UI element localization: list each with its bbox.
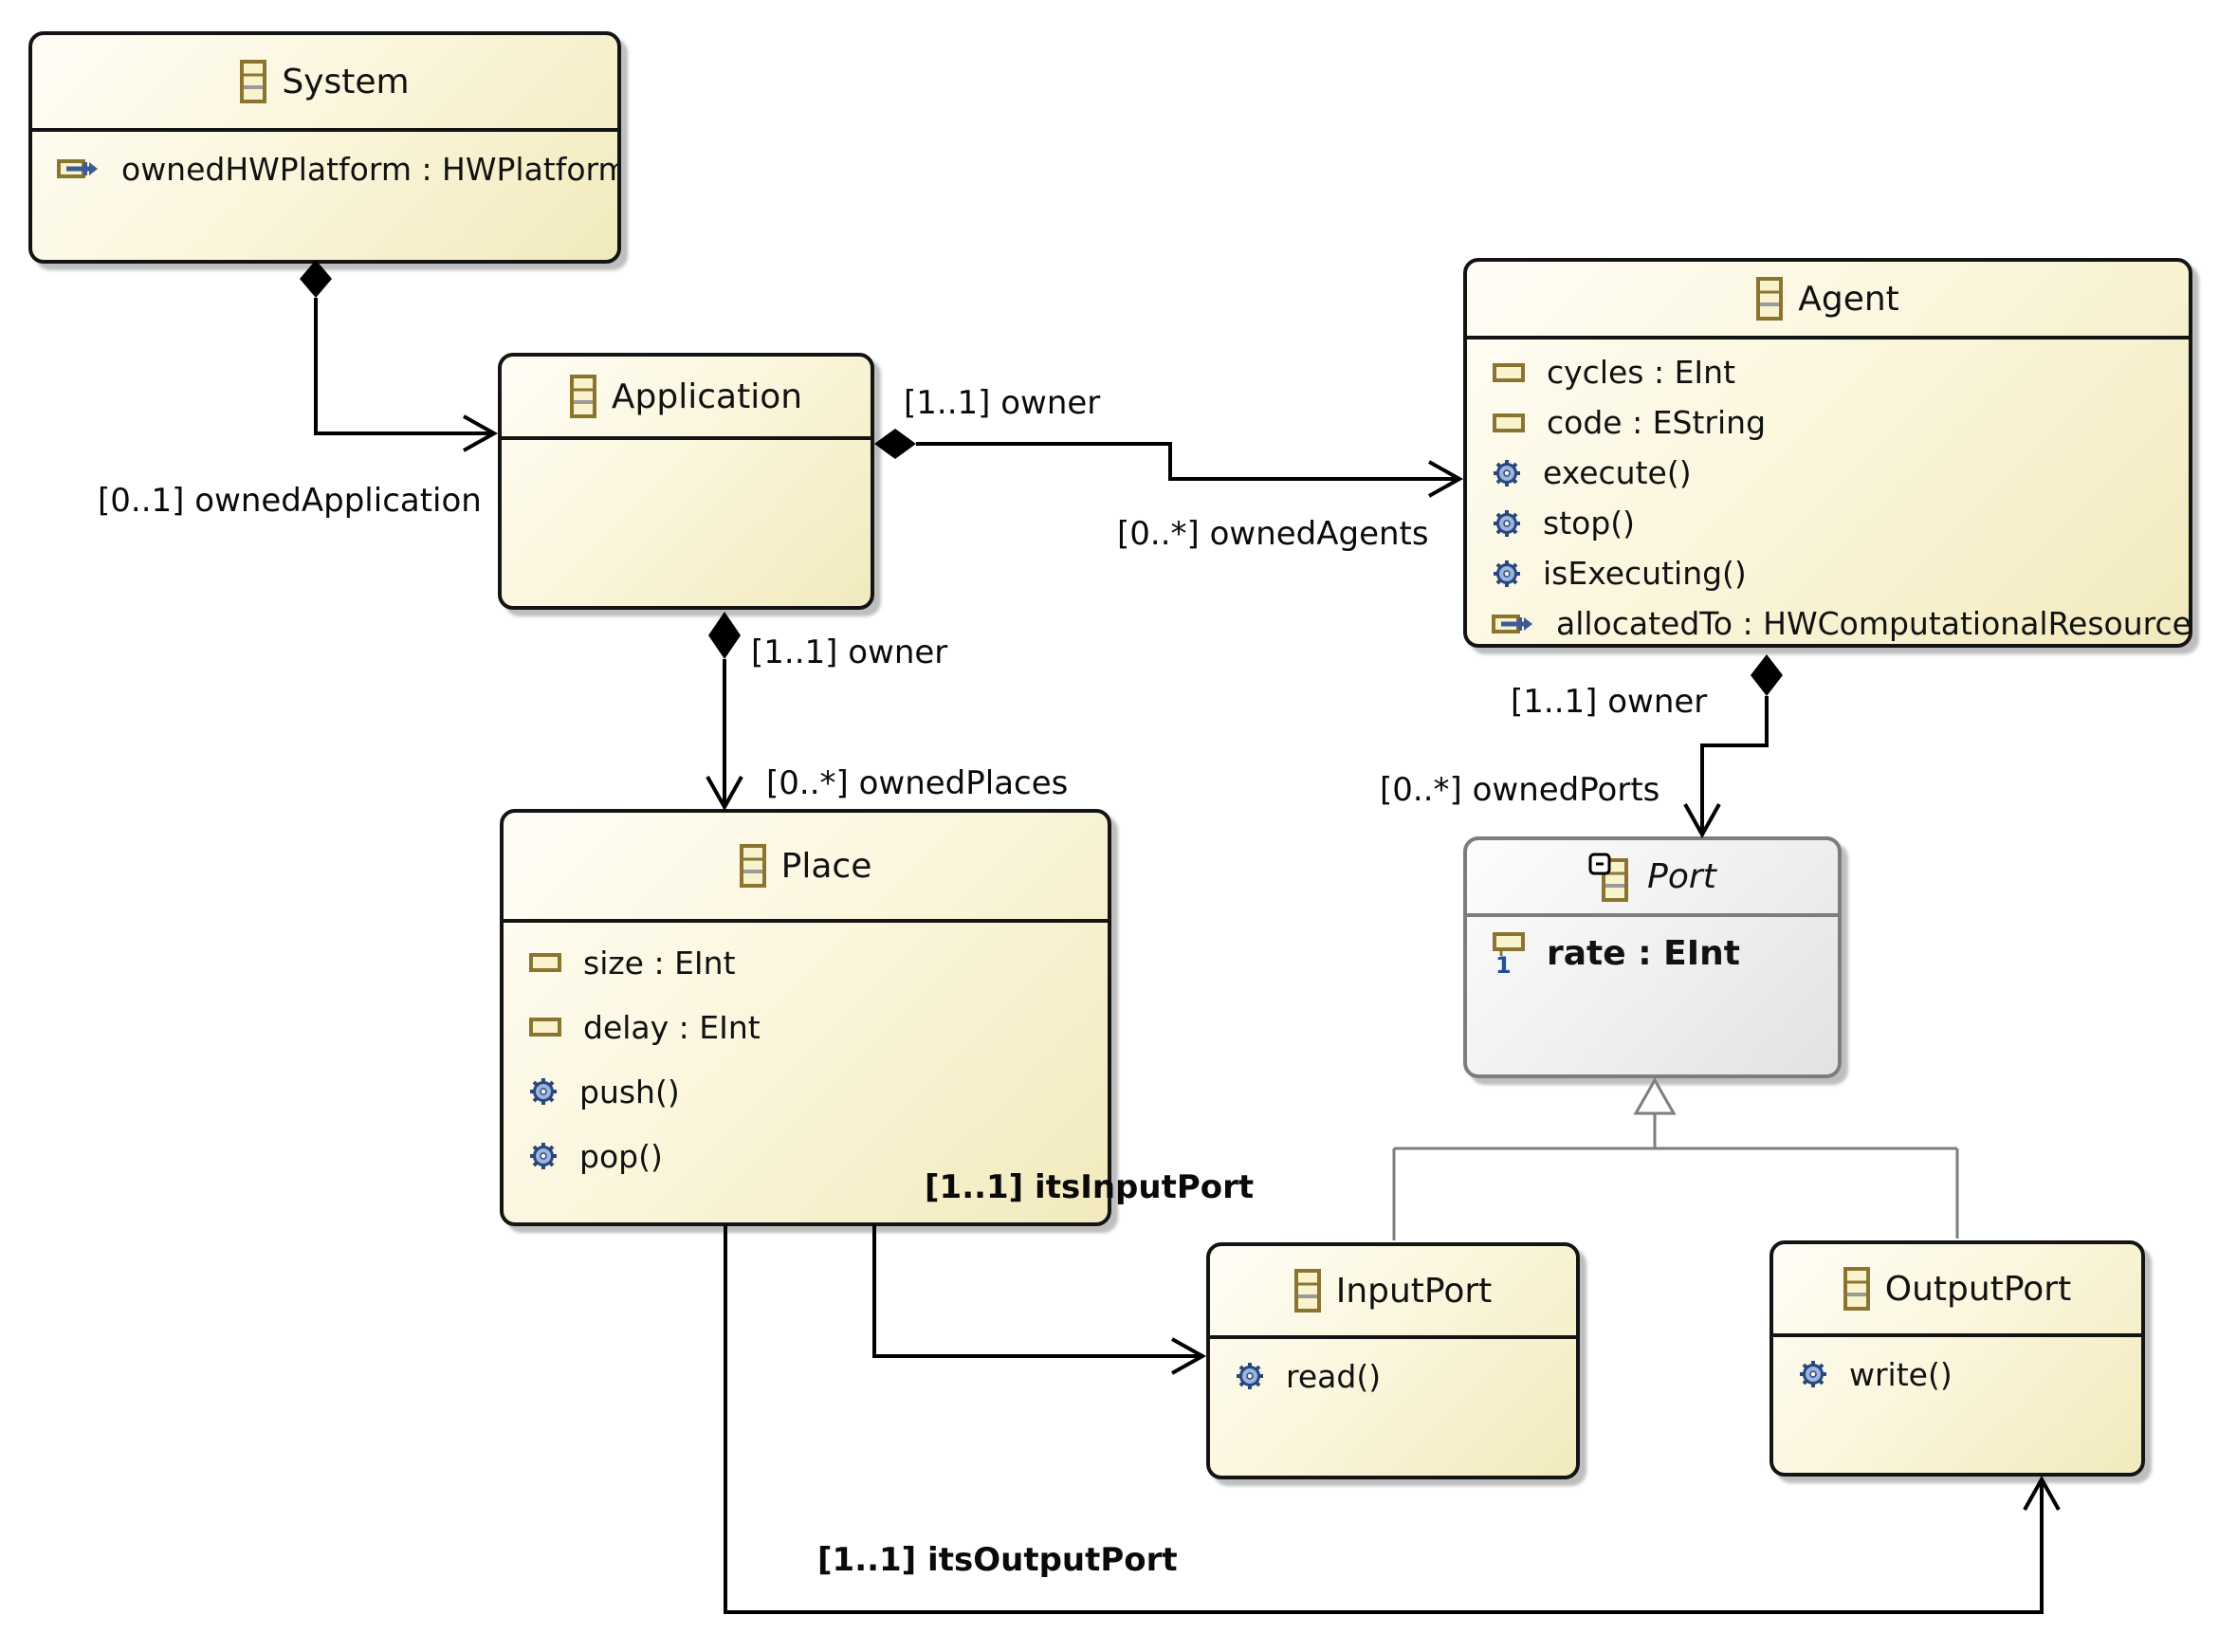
member-label: execute() xyxy=(1543,454,1692,491)
generalization-edges[interactable] xyxy=(1392,1076,1959,1240)
member-row[interactable]: ownedHWPlatform : HWPlatform xyxy=(32,132,617,206)
edge-label-owned-application[interactable]: [0..1] ownedApplication xyxy=(98,482,482,520)
member-row[interactable]: push() xyxy=(504,1059,1108,1124)
class-node-inputport[interactable]: InputPort read() xyxy=(1206,1242,1580,1479)
class-title: Agent xyxy=(1798,279,1899,319)
open-arrow-icon xyxy=(1171,1337,1207,1375)
class-title: Port xyxy=(1647,857,1716,896)
class-title: Application xyxy=(611,376,803,416)
edge-owned-places[interactable] xyxy=(706,612,743,812)
member-row[interactable]: delay : EInt xyxy=(504,995,1108,1059)
edge-label-owner-agents[interactable]: [1..1] owner xyxy=(904,384,1101,422)
class-title: OutputPort xyxy=(1884,1269,2072,1309)
composition-diamond-icon xyxy=(1751,654,1783,696)
edge-owned-ports[interactable] xyxy=(1683,654,1783,839)
member-label: push() xyxy=(579,1073,680,1111)
member-row[interactable]: cycles : EInt xyxy=(1467,347,2189,397)
reference-icon xyxy=(57,156,101,182)
member-row[interactable]: isExecuting() xyxy=(1467,548,2189,598)
operation-icon xyxy=(1492,559,1522,589)
operation-icon xyxy=(1492,508,1522,539)
edge-label-owned-places[interactable]: [0..*] ownedPlaces xyxy=(766,764,1069,802)
class-title: Place xyxy=(780,846,872,886)
open-arrow-icon xyxy=(1428,460,1464,498)
class-icon xyxy=(569,375,596,418)
open-arrow-icon xyxy=(706,776,743,812)
operation-icon xyxy=(1235,1361,1265,1391)
class-icon xyxy=(1293,1269,1321,1312)
member-label: rate : EInt xyxy=(1547,933,1740,973)
class-node-application[interactable]: Application xyxy=(498,353,874,610)
edge-label-owned-agents[interactable]: [0..*] ownedAgents xyxy=(1117,515,1429,553)
generalization-triangle-icon xyxy=(1633,1076,1677,1115)
edge-label-its-output-port[interactable]: [1..1] itsOutputPort xyxy=(817,1541,1178,1579)
class-node-port[interactable]: Port 1 rate : EInt xyxy=(1463,836,1842,1078)
svg-text:1: 1 xyxy=(1495,952,1512,975)
member-label: read() xyxy=(1286,1357,1382,1395)
operation-icon xyxy=(1798,1359,1828,1389)
edge-owned-application[interactable] xyxy=(300,260,499,452)
member-row[interactable]: size : EInt xyxy=(504,930,1108,995)
class-title: System xyxy=(282,62,410,101)
member-label: allocatedTo : HWComputationalResource xyxy=(1556,605,2189,642)
open-arrow-icon xyxy=(463,414,499,452)
member-label: cycles : EInt xyxy=(1547,354,1736,391)
member-row[interactable]: stop() xyxy=(1467,498,2189,548)
attribute-icon xyxy=(528,952,562,973)
attribute-icon xyxy=(1492,362,1526,383)
class-icon xyxy=(739,844,766,888)
class-node-agent[interactable]: Agent cycles : EInt code : EString xyxy=(1463,258,2192,648)
edge-its-output-port[interactable] xyxy=(724,1224,2061,1614)
member-row[interactable]: execute() xyxy=(1467,448,2189,498)
operation-icon xyxy=(528,1076,559,1107)
class-icon xyxy=(1843,1267,1870,1311)
member-row[interactable]: code : EString xyxy=(1467,397,2189,448)
edge-its-input-port[interactable] xyxy=(872,1224,1207,1375)
member-row[interactable]: pop() xyxy=(504,1124,1108,1188)
composition-diamond-icon xyxy=(300,260,332,298)
member-row[interactable]: write() xyxy=(1773,1345,2141,1404)
attribute-icon xyxy=(528,1017,562,1037)
member-label: size : EInt xyxy=(583,944,736,982)
edge-label-its-input-port[interactable]: [1..1] itsInputPort xyxy=(925,1168,1255,1206)
operation-icon xyxy=(528,1141,559,1171)
member-label: pop() xyxy=(579,1137,663,1175)
class-node-place[interactable]: Place size : EInt delay : EInt xyxy=(500,809,1111,1226)
member-label: ownedHWPlatform : HWPlatform xyxy=(121,150,617,188)
class-node-outputport[interactable]: OutputPort write() xyxy=(1769,1240,2145,1477)
edge-label-owner-places[interactable]: [1..1] owner xyxy=(751,633,948,671)
class-icon xyxy=(240,60,267,103)
edge-label-owner-ports[interactable]: [1..1] owner xyxy=(1511,683,1708,721)
class-node-system[interactable]: System ownedHWPlatform : HWPlatform xyxy=(28,31,621,264)
abstract-class-icon xyxy=(1588,853,1632,902)
composition-diamond-icon xyxy=(874,429,916,459)
member-row[interactable]: 1 rate : EInt xyxy=(1467,923,1838,983)
member-label: delay : EInt xyxy=(583,1008,761,1046)
member-row[interactable]: read() xyxy=(1210,1347,1576,1405)
open-arrow-icon xyxy=(1683,803,1721,839)
class-title: InputPort xyxy=(1335,1271,1493,1311)
reference-icon xyxy=(1492,611,1535,637)
open-arrow-icon xyxy=(2023,1475,2061,1511)
class-icon xyxy=(1756,277,1784,321)
edge-label-owned-ports[interactable]: [0..*] ownedPorts xyxy=(1380,771,1660,809)
member-label: write() xyxy=(1849,1355,1953,1393)
attribute-icon xyxy=(1492,413,1526,433)
operation-icon xyxy=(1492,458,1522,488)
member-label: isExecuting() xyxy=(1543,555,1747,592)
member-row[interactable]: allocatedTo : HWComputationalResource xyxy=(1467,598,2189,649)
member-label: stop() xyxy=(1543,505,1636,541)
composition-diamond-icon xyxy=(708,612,741,659)
edge-owned-agents[interactable] xyxy=(874,429,1464,498)
member-label: code : EString xyxy=(1547,404,1767,441)
attribute-required-icon: 1 xyxy=(1492,931,1526,975)
